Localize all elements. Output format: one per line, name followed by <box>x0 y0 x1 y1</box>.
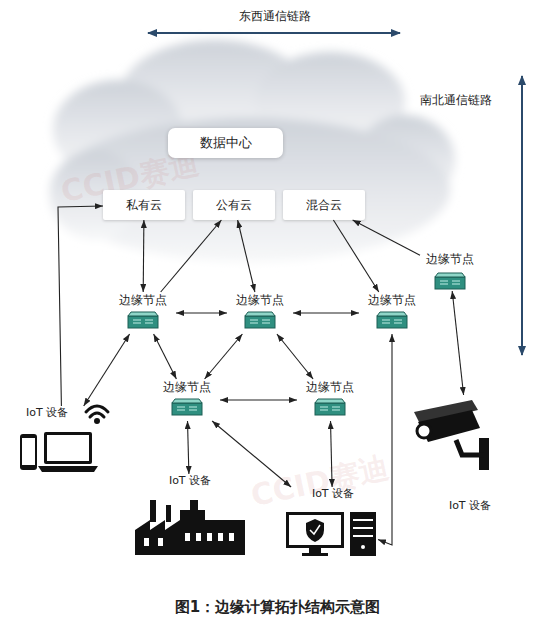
edge-node-icons <box>128 273 465 415</box>
node-text: 边缘节点 <box>119 293 167 307</box>
iot-device: IoT 设备 <box>12 406 112 474</box>
data-center-box: 数据中心 <box>168 128 283 158</box>
cloud <box>50 40 455 262</box>
factory <box>135 500 245 555</box>
iot-device: IoT 设备 <box>288 487 378 557</box>
link-label: 东西通信链路 <box>200 8 350 25</box>
connector-arrow <box>277 334 313 379</box>
security-server <box>286 512 376 556</box>
node-text: IoT 设备 <box>449 499 491 513</box>
iot-device: IoT 设备 <box>130 474 250 558</box>
connector-arrow <box>161 220 222 292</box>
connector-arrow <box>205 334 243 379</box>
connector-arrow <box>353 220 420 255</box>
edge-node: 边缘节点 <box>420 251 480 291</box>
node-text: IoT 设备 <box>26 406 68 419</box>
connector-arrow <box>176 312 227 313</box>
edge-node: 边缘节点 <box>110 292 176 334</box>
node-text: 边缘节点 <box>426 252 474 266</box>
connector-arrow <box>452 291 463 395</box>
connector-arrow <box>293 312 359 313</box>
router-icon <box>128 312 158 328</box>
node-text: 边缘节点 <box>236 293 284 307</box>
router-icon <box>435 273 465 289</box>
connector-arrow <box>58 206 103 406</box>
node-text: 边缘节点 <box>306 380 354 394</box>
router-icon <box>245 312 275 328</box>
wifi-symbol <box>86 406 108 423</box>
node-text: 边缘节点 <box>368 293 416 307</box>
router-icon <box>377 312 407 328</box>
connector-arrow <box>220 399 297 400</box>
cloud-box: 私有云 <box>103 190 185 220</box>
camera <box>414 400 489 470</box>
node-text: IoT 设备 <box>312 487 354 500</box>
figure-caption: 图1：边缘计算拓扑结构示意图 <box>0 598 555 617</box>
north-south-arrow <box>521 76 523 355</box>
node-text: 数据中心 <box>200 134 252 152</box>
phone-laptop <box>20 432 98 472</box>
edge-node: 边缘节点 <box>359 292 425 334</box>
connector-arrow <box>238 220 255 292</box>
node-text: 混合云 <box>306 197 342 214</box>
east-west-arrow <box>148 32 400 34</box>
watermark: CCID赛迪 <box>228 444 413 522</box>
cloud-box: 公有云 <box>193 190 275 220</box>
edge-node: 边缘节点 <box>227 292 293 334</box>
node-text: IoT 设备 <box>169 474 211 487</box>
connector-arrow <box>333 220 378 292</box>
cloud-part <box>50 118 450 262</box>
connector-arrow <box>154 334 177 379</box>
node-text: 公有云 <box>216 197 252 214</box>
connector-arrow <box>188 421 189 474</box>
cloud-box: 混合云 <box>283 190 365 220</box>
node-text: 私有云 <box>126 197 162 214</box>
link-label: 南北通信链路 <box>410 92 502 109</box>
iot-device: IoT 设备 <box>425 395 515 513</box>
router-icon <box>172 399 202 415</box>
edge-node: 边缘节点 <box>297 379 363 421</box>
connector-arrow <box>84 334 130 406</box>
router-icon <box>315 399 345 415</box>
node-text: 边缘节点 <box>163 380 211 394</box>
connector-arrow <box>143 220 145 292</box>
connector-arrow <box>378 334 392 545</box>
edge-node: 边缘节点 <box>154 379 220 421</box>
